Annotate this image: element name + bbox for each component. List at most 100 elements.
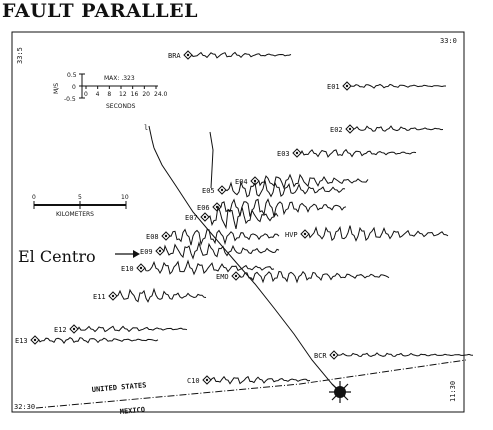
border-label-south: MEXICO [119, 406, 145, 416]
el-centro-callout: El Centro [18, 247, 96, 266]
time-tick-label: 24.0 [154, 91, 168, 98]
station-e07: E07 [185, 206, 279, 230]
time-tick-label: 8 [107, 91, 111, 98]
seismogram-trace [191, 51, 292, 59]
station-marker-dot [295, 151, 299, 155]
station-label: E04 [235, 178, 248, 186]
time-tick-label: 0 [84, 91, 88, 98]
station-label: E12 [54, 326, 67, 334]
station-e10: E10 [121, 259, 275, 276]
station-marker-dot [72, 327, 76, 331]
seismogram-trace [210, 375, 311, 385]
fault-trace [153, 147, 346, 397]
time-tick-label: 4 [96, 91, 100, 98]
time-tick-label: 20 [142, 91, 150, 98]
station-c10: C10 [187, 375, 311, 385]
station-marker-dot [164, 234, 168, 238]
map-frame [11, 31, 465, 413]
seismogram-trace [239, 270, 390, 284]
seismogram-trace [353, 125, 444, 132]
distance-scale: 0 5 10 KILOMETERS [32, 194, 129, 218]
station-bcr: BCR [314, 350, 474, 360]
station-e05: E05 [202, 180, 346, 198]
station-label: BCR [314, 352, 327, 360]
station-marker-dot [253, 179, 257, 183]
station-e12: E12 [54, 324, 188, 334]
station-marker-dot [234, 274, 238, 278]
fault-tick-mark: l [144, 124, 148, 132]
distance-unit: KILOMETERS [56, 211, 94, 218]
callout-arrow-icon [115, 250, 140, 258]
station-label: E01 [327, 83, 340, 91]
corner-label-bottom-right: 11:30 [449, 381, 457, 402]
border-label-north: UNITED STATES [91, 381, 146, 394]
seismogram-trace [163, 241, 280, 260]
seismogram-trace [300, 148, 417, 158]
station-marker-dot [111, 294, 115, 298]
station-marker-dot [139, 266, 143, 270]
seismogram-trace [337, 352, 474, 358]
international-border [35, 359, 467, 409]
station-bra: BRA [168, 50, 292, 60]
seismogram-trace [350, 83, 446, 89]
station-label: C10 [187, 377, 200, 385]
station-e06: E06 [197, 198, 347, 217]
epicenter-icon [329, 381, 351, 403]
corner-label-top-left: 33:5 [16, 47, 24, 64]
seismogram-trace [258, 173, 369, 190]
station-label: E06 [197, 204, 210, 212]
time-unit: SECONDS [106, 103, 136, 110]
station-label: E02 [330, 126, 343, 134]
station-label: E08 [146, 233, 159, 241]
station-e11: E11 [93, 287, 207, 303]
corner-label-bottom-left: 32:30 [14, 403, 35, 411]
station-label: E10 [121, 265, 134, 273]
station-marker-dot [303, 232, 307, 236]
station-label: BRA [168, 52, 181, 60]
seismogram-trace [220, 198, 347, 217]
station-marker-dot [220, 188, 224, 192]
station-label: E03 [277, 150, 290, 158]
station-marker-dot [348, 127, 352, 131]
station-hvp: HVP [285, 225, 449, 242]
fault-branch-right [209, 131, 214, 189]
station-e09: E09 [140, 241, 280, 260]
peak-label: MAX: .323 [104, 75, 135, 82]
station-e03: E03 [277, 148, 417, 158]
amplitude-unit: M/S [53, 83, 60, 94]
station-label: E07 [185, 214, 198, 222]
station-label: E09 [140, 248, 153, 256]
station-label: HVP [285, 231, 298, 239]
station-e02: E02 [330, 124, 444, 134]
amplitude-tick-bottom: -0.5 [64, 96, 76, 103]
seismogram-trace [144, 259, 275, 276]
amplitude-tick-mid: 0 [72, 84, 76, 91]
seismogram-trace [116, 287, 207, 303]
seismogram-trace [169, 228, 280, 247]
distance-tick-0: 0 [32, 194, 36, 201]
station-label: E11 [93, 293, 106, 301]
station-marker-dot [205, 378, 209, 382]
station-marker-dot [332, 353, 336, 357]
station-e13: E13 [15, 335, 159, 345]
station-e04: E04 [235, 173, 369, 190]
station-marker-dot [33, 338, 37, 342]
page-title: FAULT PARALLEL [2, 0, 198, 22]
seismogram-trace [208, 206, 279, 230]
amplitude-tick-top: 0.5 [67, 72, 77, 79]
station-marker-dot [158, 249, 162, 253]
seismogram-trace [225, 180, 346, 198]
seismogram-trace [77, 325, 188, 333]
station-e01: E01 [327, 81, 446, 91]
distance-tick-5: 5 [78, 194, 82, 201]
fault-branch-left [148, 125, 155, 149]
distance-tick-10: 10 [121, 194, 129, 201]
station-marker-dot [345, 84, 349, 88]
station-marker-dot [203, 215, 207, 219]
seismogram-trace [308, 225, 449, 242]
station-label: EMO [216, 273, 229, 281]
time-tick-label: 12 [119, 91, 127, 98]
station-label: E05 [202, 187, 215, 195]
